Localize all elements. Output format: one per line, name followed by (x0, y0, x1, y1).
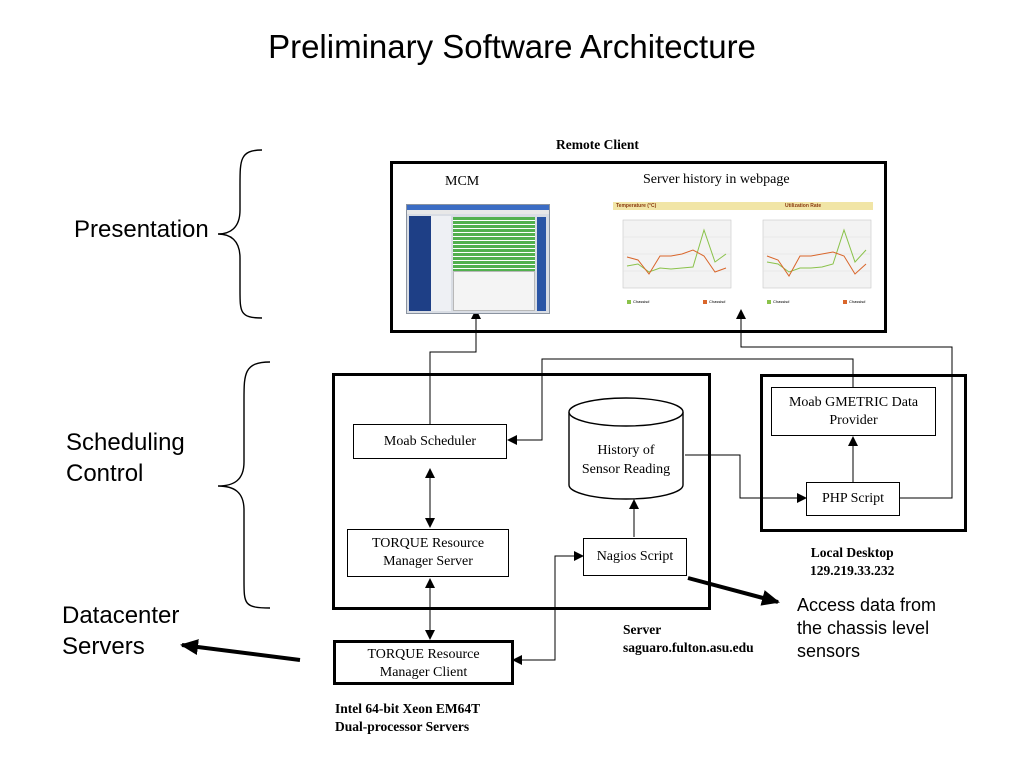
cylinder-body (568, 412, 684, 500)
slide-title: Preliminary Software Architecture (268, 28, 756, 65)
datacenter-spec-line1: Intel 64-bit Xeon EM64T (335, 701, 481, 716)
torque-client-frame (333, 640, 514, 685)
history-label: History of Sensor Reading (569, 441, 683, 479)
scheduling-brace (217, 361, 271, 609)
history-line1: History of (597, 443, 655, 458)
datacenter-spec-line2: Dual-processor Servers (335, 719, 470, 734)
mcm-menu-bar (407, 210, 549, 214)
torque-client-box: TORQUE Resource Manager Client (333, 646, 514, 682)
scheduling-control-layer-label: Scheduling Control (66, 427, 185, 489)
datacenter-label-line2: Servers (62, 633, 145, 660)
access-data-note: Access data from the chassis level senso… (797, 594, 936, 663)
nagios-script-box: Nagios Script (583, 538, 687, 576)
history-to-php-connector (685, 454, 807, 503)
utilization-legend-2: Chassis# (849, 299, 866, 304)
torque-server-box: TORQUE Resource Manager Server (347, 529, 509, 577)
access-note-line1: Access data from (797, 595, 937, 615)
webpage-label: Server history in webpage (643, 172, 790, 187)
mcm-screenshot (406, 204, 550, 314)
temperature-legend-2: Chassis# (709, 299, 726, 304)
mcm-side-list (431, 216, 451, 311)
gmetric-line1: Moab GMETRIC Data (788, 394, 919, 410)
cylinder-top (568, 397, 684, 427)
torque-client-line2: Manager Client (379, 665, 468, 680)
server-label-line1: Server (623, 622, 662, 637)
php-to-webpage-connector (736, 309, 953, 499)
remote-client-frame (390, 161, 887, 333)
remote-client-label: Remote Client (556, 137, 639, 152)
datacenter-arrow (180, 639, 301, 662)
server-frame (332, 373, 711, 610)
php-script-box: PHP Script (806, 482, 900, 516)
mcm-label: MCM (445, 174, 480, 189)
mcm-detail-pane (453, 271, 535, 311)
access-note-line3: sensors (797, 641, 861, 661)
temperature-series-orange (626, 249, 727, 275)
temperature-legend-1: Chassis# (633, 299, 650, 304)
datacenter-label-line1: Datacenter (62, 602, 180, 629)
moab-scheduler-box: Moab Scheduler (353, 424, 507, 459)
datacenter-layer-label: Datacenter Servers (62, 600, 179, 662)
mcm-right-bar (537, 217, 546, 311)
local-desktop-label: Local Desktop 129.219.33.232 (810, 544, 894, 580)
utilization-series-orange (766, 251, 867, 277)
gmetric-line2: Provider (829, 412, 878, 428)
temperature-series-green (626, 228, 727, 273)
utilization-legend-1: Chassis# (773, 299, 790, 304)
local-desktop-label-line1: Local Desktop (810, 545, 894, 560)
local-desktop-frame (760, 374, 967, 532)
scheduling-label-line1: Scheduling (66, 429, 185, 456)
access-note-line2: the chassis level (797, 618, 930, 638)
local-desktop-label-line2: 129.219.33.232 (810, 563, 895, 578)
temperature-chart-title: Temperature (°C) (616, 203, 657, 209)
gmetric-to-moab-connector (507, 358, 854, 445)
gmetric-provider-box: Moab GMETRIC Data Provider (771, 387, 936, 436)
server-label-line2: saguaro.fulton.asu.edu (623, 640, 754, 655)
torque-server-line1: TORQUE Resource (371, 536, 485, 551)
mcm-title-bar (407, 205, 549, 210)
webpage-screenshot: Temperature (°C) Utilization Rate Chassi… (613, 202, 873, 308)
presentation-brace (217, 149, 263, 319)
datacenter-servers-spec-label: Intel 64-bit Xeon EM64T Dual-processor S… (335, 700, 480, 736)
mcm-status-grid (453, 217, 535, 271)
access-data-arrow (687, 576, 780, 606)
webpage-charts (622, 219, 872, 304)
torque-client-line1: TORQUE Resource (367, 647, 480, 662)
torque-server-line2: Manager Server (383, 554, 473, 569)
utilization-chart-title: Utilization Rate (785, 203, 822, 209)
presentation-layer-label: Presentation (74, 216, 209, 243)
mcm-tree-panel (409, 216, 431, 311)
history-line2: Sensor Reading (581, 462, 671, 477)
scheduling-label-line2: Control (66, 460, 144, 487)
server-label: Server saguaro.fulton.asu.edu (623, 621, 754, 657)
webpage-header-bar (613, 202, 873, 210)
